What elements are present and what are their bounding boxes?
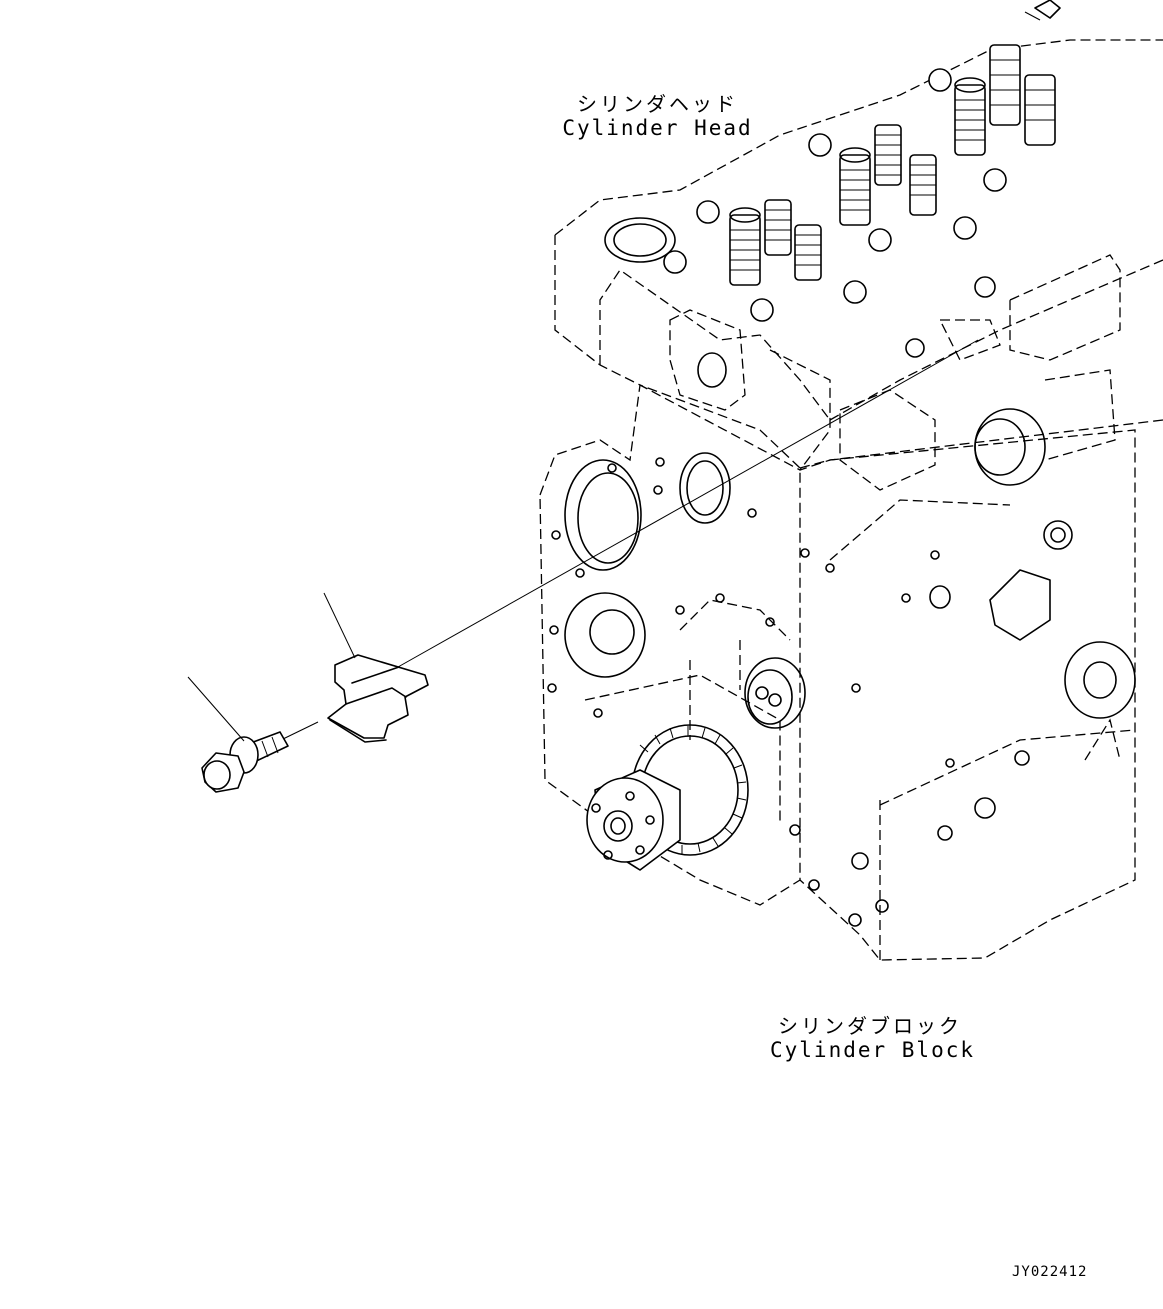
block-features bbox=[547, 452, 1136, 927]
cylinder-head-outline bbox=[554, 39, 1163, 491]
head-features bbox=[604, 217, 1116, 486]
crank-gear-and-pulley bbox=[586, 724, 749, 871]
bolt-guide-line bbox=[282, 721, 319, 740]
cylinder-head-label: シリンダヘッド Cylinder Head bbox=[560, 92, 755, 141]
flange-bolt bbox=[201, 731, 289, 793]
camshaft-end bbox=[744, 657, 806, 729]
head-bolts bbox=[663, 68, 1007, 358]
leader-line-bracket bbox=[323, 592, 356, 659]
top-fragment bbox=[1024, 0, 1061, 21]
valve-springs bbox=[729, 44, 1056, 286]
figure-id: JY022412 bbox=[1012, 1264, 1088, 1280]
leader-line-bolt bbox=[187, 676, 245, 742]
cylinder-block-label-jp: シリンダブロック bbox=[778, 1014, 962, 1038]
cylinder-block-outline bbox=[539, 384, 1136, 961]
cylinder-block-label: シリンダブロック Cylinder Block bbox=[770, 1014, 976, 1063]
cylinder-block-label-en: Cylinder Block bbox=[770, 1038, 976, 1062]
cylinder-head-label-jp: シリンダヘッド bbox=[577, 92, 738, 116]
assembly-guide-line bbox=[397, 339, 979, 668]
cylinder-head-label-en: Cylinder Head bbox=[562, 116, 753, 140]
bracket-plate bbox=[327, 654, 429, 743]
